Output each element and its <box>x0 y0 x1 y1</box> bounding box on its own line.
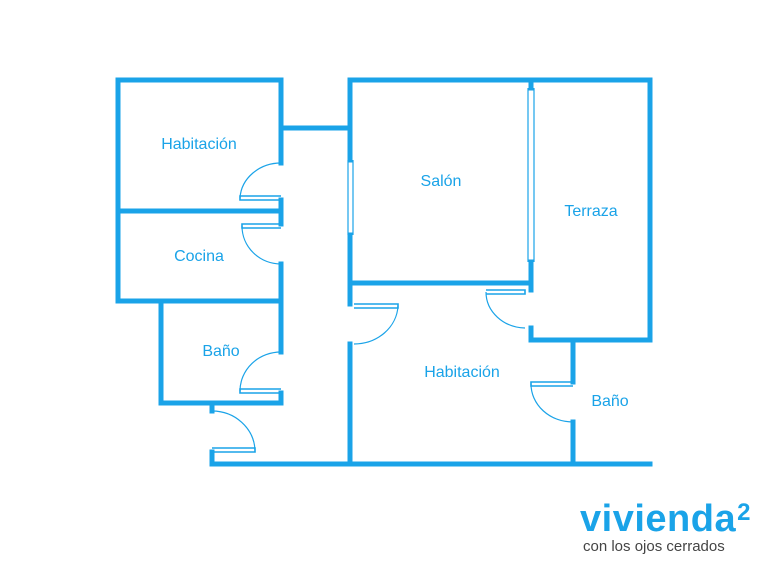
door-cocina-leaf <box>241 223 281 229</box>
walls <box>115 77 653 467</box>
room-label-terraza: Terraza <box>564 203 617 220</box>
door-entrance-swing <box>211 410 256 451</box>
room-label-bano-right: Baño <box>591 393 628 410</box>
door-habitacion-top-swing <box>239 162 282 199</box>
door-terraza-leaf <box>486 289 526 295</box>
door-habitacion-top-leaf <box>239 195 281 201</box>
room-label-cocina: Cocina <box>174 248 224 265</box>
door-entrance-leaf <box>212 447 256 453</box>
brand-name-text: vivienda <box>580 498 737 540</box>
door-habitacion-bottom-swing <box>353 305 399 345</box>
door-terraza-swing <box>485 291 526 329</box>
brand-superscript: 2 <box>737 499 751 526</box>
door-bano-left-swing <box>239 351 282 392</box>
brand-name: vivienda2 <box>580 498 751 540</box>
door-bano-right-leaf <box>530 381 573 387</box>
door-cocina-swing <box>241 225 282 265</box>
door-bano-right-swing <box>530 383 574 423</box>
door-bano-left-leaf <box>239 388 281 394</box>
brand-tagline: con los ojos cerrados <box>583 538 725 555</box>
room-label-habitacion-top: Habitación <box>161 136 237 153</box>
room-label-bano-left: Baño <box>202 343 239 360</box>
room-label-habitacion-bottom: Habitación <box>424 364 500 381</box>
door-habitacion-bottom-leaf <box>354 303 399 309</box>
room-label-salon: Salón <box>421 173 462 190</box>
brand-logo: vivienda2 con los ojos cerrados <box>580 498 751 556</box>
doors <box>211 162 574 453</box>
room-labels: Habitación Cocina Baño Salón Terraza Hab… <box>161 136 629 410</box>
